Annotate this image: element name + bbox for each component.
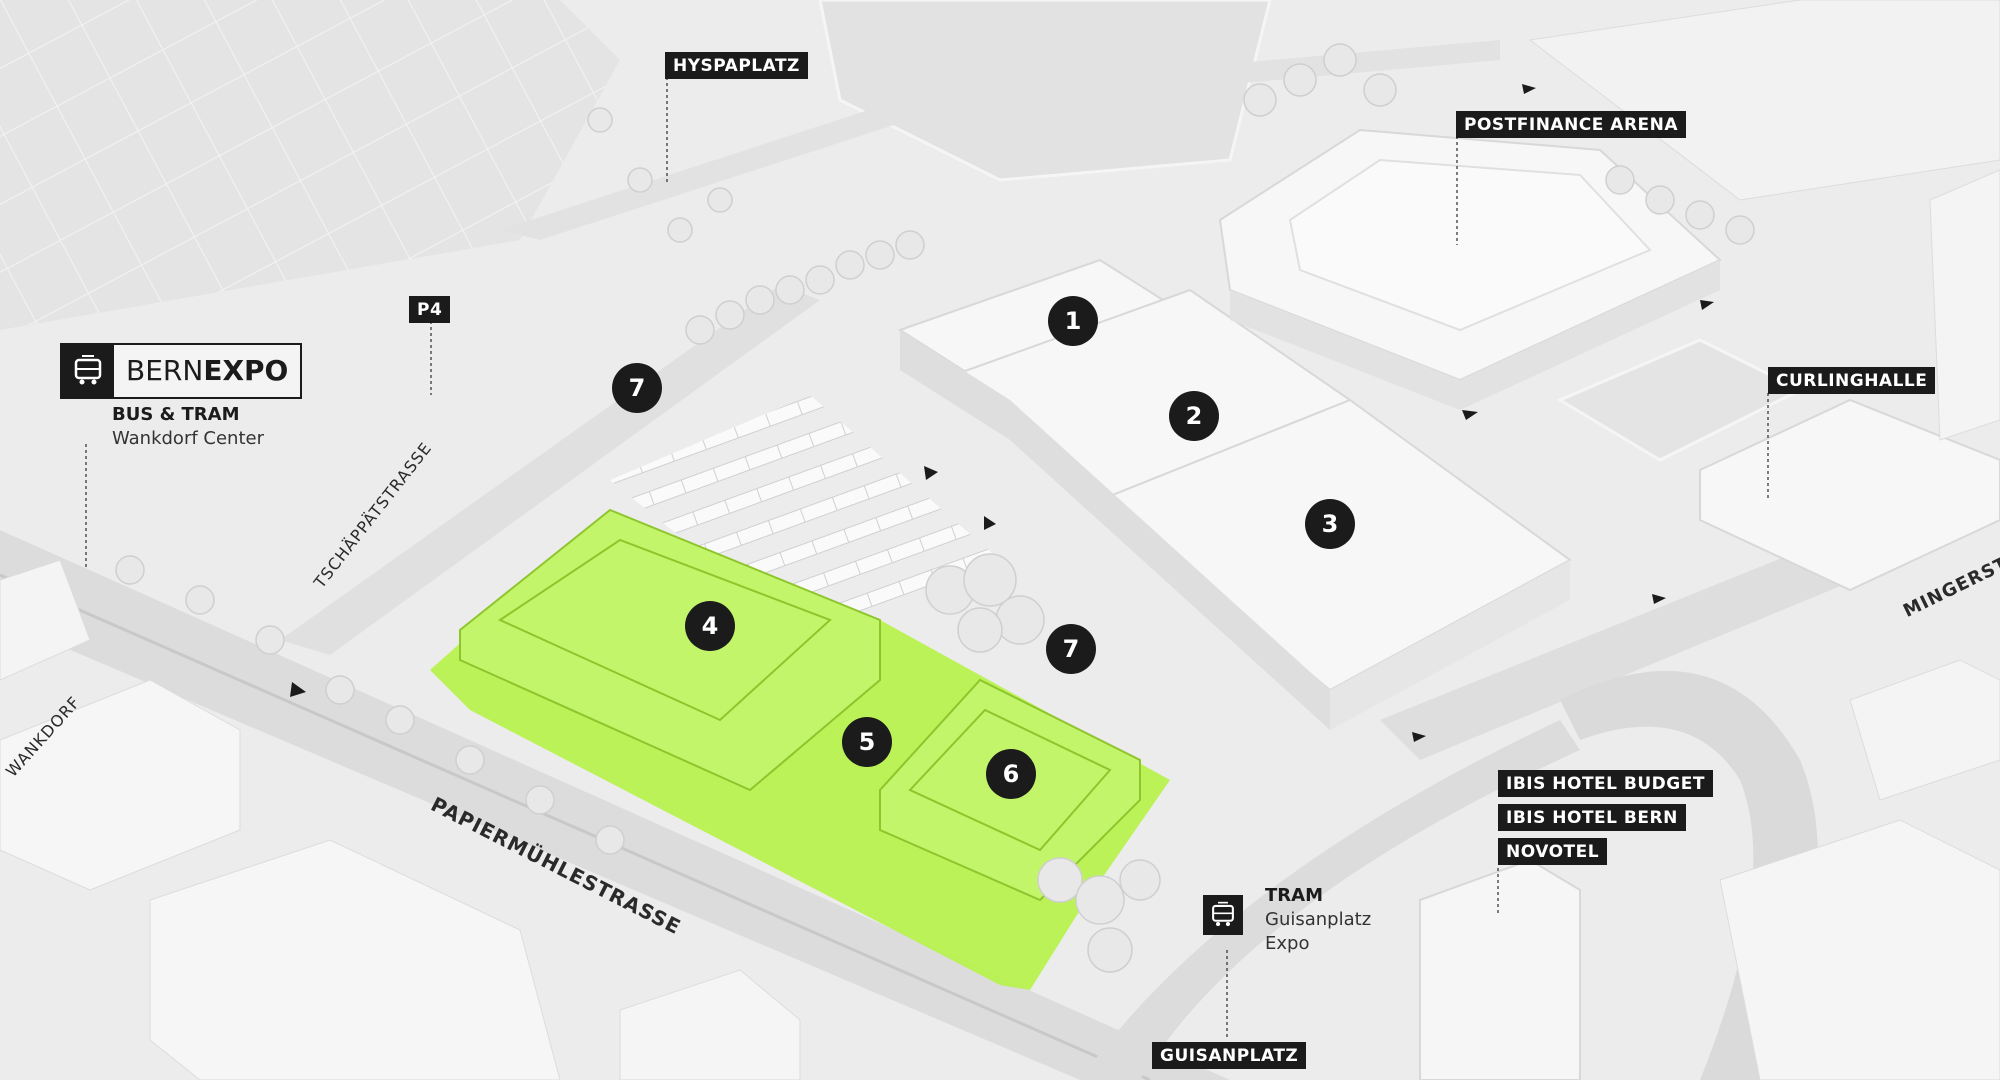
label-p4: P4	[409, 296, 451, 323]
building-right-small	[1849, 659, 2000, 801]
label-guisanplatz: GUISANPLATZ	[1152, 1042, 1307, 1069]
halls-side-wall	[1330, 560, 1570, 730]
tschaeppaetstrasse-road	[280, 285, 820, 655]
tram-icon	[1203, 895, 1243, 935]
halls-front-wall	[900, 330, 1330, 730]
hall-6-roof-detail	[908, 708, 1112, 852]
label-curlinghalle: CURLINGHALLE	[1768, 367, 1936, 394]
bus-tram-title: BUS & TRAM	[112, 404, 240, 425]
access-road-top	[500, 40, 1500, 240]
hall-4-building	[459, 508, 881, 792]
hall-2-marker[interactable]: 2	[1169, 391, 1219, 441]
brand-bold: EXPO	[203, 354, 289, 387]
label-postfinance-arena: POSTFINANCE ARENA	[1456, 111, 1687, 138]
hall-4-marker[interactable]: 4	[685, 601, 735, 651]
curlinghalle-building	[1699, 398, 2000, 592]
hall-6-marker[interactable]: 6	[986, 749, 1036, 799]
hall-3-marker[interactable]: 3	[1305, 499, 1355, 549]
label-novotel: NOVOTEL	[1498, 838, 1608, 865]
tram-stop-line1: Guisanplatz	[1265, 909, 1372, 930]
tram-stop-line2: Expo	[1265, 933, 1310, 954]
hall-5-marker[interactable]: 5	[842, 717, 892, 767]
area-7-marker-north[interactable]: 7	[612, 363, 662, 413]
postfinance-arena-roof	[1288, 158, 1652, 332]
trees	[115, 43, 1755, 973]
tram-track	[0, 573, 1151, 1080]
label-ibis-hotel-bern: IBIS HOTEL BERN	[1498, 804, 1686, 831]
postfinance-arena-wall	[1230, 260, 1720, 410]
row-houses	[1528, 0, 2000, 201]
hotel-building	[1419, 858, 1581, 1080]
direction-arrows	[290, 84, 1714, 742]
parking-p4	[610, 395, 1000, 650]
guisanplatz-road	[1080, 720, 1580, 1080]
building-bottom-mid	[619, 969, 801, 1080]
building-left-c	[0, 559, 91, 681]
brand-prefix: BERN	[126, 354, 204, 387]
bus-tram-stop-name: Wankdorf Center	[112, 428, 264, 449]
bernexpo-logo: BERNEXPO	[60, 343, 303, 399]
leader-lines	[85, 77, 1769, 1040]
brand-name: BERNEXPO	[114, 345, 300, 397]
label-ibis-hotel-budget: IBIS HOTEL BUDGET	[1498, 770, 1713, 797]
hall-4-roof-detail	[497, 538, 832, 722]
sports-fields	[0, 0, 620, 330]
hall-1-marker[interactable]: 1	[1048, 296, 1098, 346]
tram-icon	[62, 345, 114, 397]
building-left-a	[0, 679, 241, 891]
area-7-marker-east[interactable]: 7	[1046, 624, 1096, 674]
building-left-b	[149, 839, 561, 1080]
tram-stop-title: TRAM	[1265, 885, 1323, 906]
label-hyspaplatz: HYSPAPLATZ	[665, 52, 808, 79]
hotel-building-right	[1719, 819, 2000, 1080]
tower-right	[1929, 169, 2000, 441]
